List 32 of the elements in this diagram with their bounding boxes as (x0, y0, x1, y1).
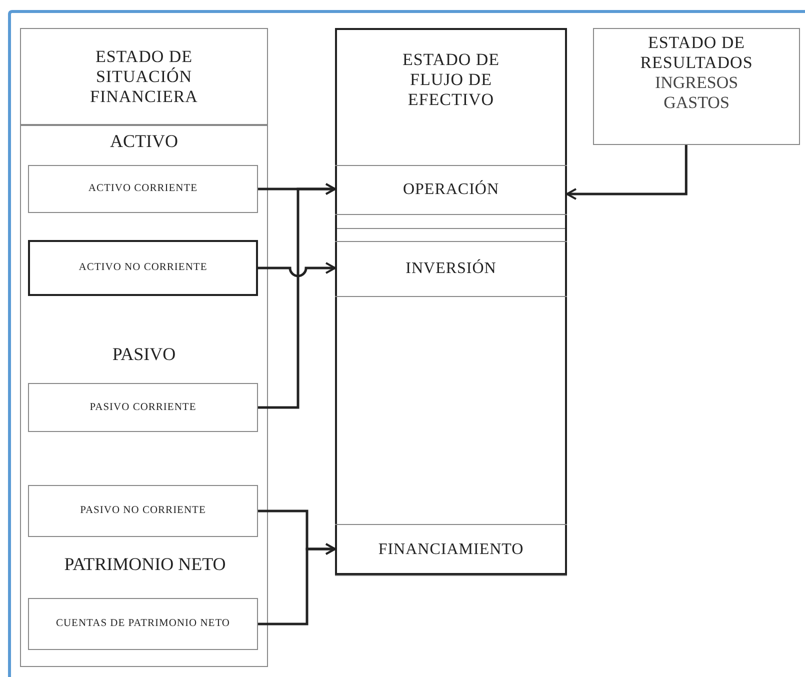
account-box (28, 485, 258, 537)
account-box (28, 165, 258, 213)
activity-label: OPERACIÓN (402, 180, 500, 200)
activity-band (335, 241, 567, 297)
activity-label: FINANCIAMIENTO (378, 540, 524, 560)
account-box (28, 383, 258, 432)
account-label: ACTIVO NO CORRIENTE (78, 261, 208, 275)
connector-arrow (258, 262, 336, 278)
statement-title: ESTADO DE RESULTADOS (639, 33, 754, 73)
statement-title: ESTADO DE SITUACIÓN FINANCIERA (89, 46, 199, 106)
account-label: PASIVO CORRIENTE (90, 400, 196, 414)
connector-arrow (258, 183, 336, 409)
account-box (28, 240, 258, 296)
account-label: ACTIVO CORRIENTE (88, 182, 198, 196)
activity-label: INVERSIÓN (406, 259, 496, 279)
account-label: CUENTAS DE PATRIMONIO NETO (56, 617, 230, 631)
account-label: PASIVO NO CORRIENTE (80, 504, 206, 518)
account-label: GASTOS (664, 93, 730, 113)
connector-arrow (258, 543, 336, 626)
statement-box (20, 28, 268, 125)
activity-band (335, 165, 567, 215)
section-title: PATRIMONIO NETO (63, 554, 227, 574)
statement-title: ESTADO DE FLUJO DE EFECTIVO (401, 50, 501, 110)
account-label: INGRESOS (654, 73, 738, 93)
section-title: PASIVO (111, 344, 177, 364)
connector-arrow (566, 145, 688, 200)
statement-box (593, 28, 800, 145)
statement-box (20, 125, 268, 667)
account-box (28, 598, 258, 650)
activity-band (335, 524, 567, 576)
section-title: ACTIVO (109, 131, 179, 151)
statement-box (335, 28, 567, 575)
